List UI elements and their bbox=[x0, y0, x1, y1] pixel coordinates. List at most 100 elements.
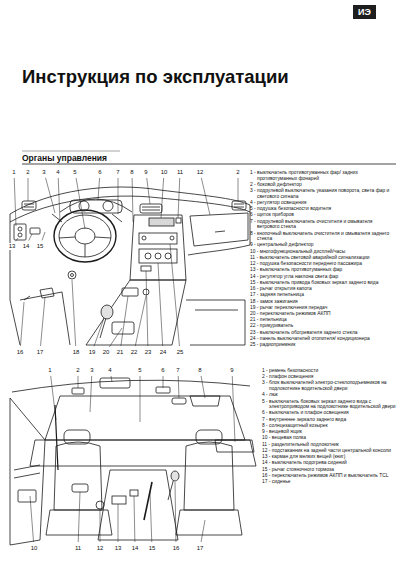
callout-number: 16 bbox=[170, 545, 182, 552]
dashboard-drawing-part bbox=[190, 213, 248, 246]
interior-drawing bbox=[10, 378, 256, 545]
interior-drawing-part bbox=[184, 442, 234, 510]
dashboard-drawing-part bbox=[149, 218, 174, 226]
leader-line bbox=[29, 234, 32, 241]
interior-drawing-part bbox=[45, 396, 245, 440]
interior-drawing-part bbox=[130, 490, 138, 496]
callout-list: 1 - ремень безопасности2 - плафон освеще… bbox=[262, 368, 396, 485]
dashboard-drawing-part bbox=[10, 196, 250, 222]
callout-number: 2 bbox=[232, 169, 244, 176]
leader-line bbox=[147, 178, 150, 204]
dashboard-drawing-part bbox=[95, 237, 111, 238]
leader-line bbox=[41, 297, 45, 346]
dashboard-drawing-part bbox=[10, 187, 250, 214]
leader-line bbox=[20, 302, 24, 346]
legend-item-text: 7 - внутреннее зеркало заднего вида bbox=[262, 417, 396, 423]
leader-line bbox=[178, 178, 180, 218]
dashboard-drawing-part bbox=[188, 205, 250, 255]
leader-line bbox=[121, 296, 128, 346]
legend-item-text: 5 - выключатель боковых зеркал заднего в… bbox=[262, 399, 396, 410]
leader-line bbox=[109, 328, 122, 347]
dashboard-drawing-part bbox=[18, 233, 22, 237]
leader-line bbox=[30, 496, 34, 542]
leader-line bbox=[201, 178, 210, 215]
leader-line bbox=[118, 504, 119, 542]
interior-drawing-part bbox=[176, 510, 242, 535]
legend-item-text: 11 - разделительный подлокотник bbox=[262, 442, 396, 448]
legend-item-text: 10 - многофункциональный дисплей/часы bbox=[250, 249, 396, 255]
leader-line bbox=[14, 178, 16, 226]
legend-item-text: 23 - выключатель обогревателя заднего ст… bbox=[250, 330, 396, 336]
callout-number: 12 bbox=[94, 545, 106, 552]
leader-line bbox=[72, 280, 76, 346]
legend-item-text: 25 - радиоприемник bbox=[250, 342, 396, 348]
legend-item-text: 9 - вещевой ящик bbox=[262, 429, 396, 435]
legend-item-text: 12 - подушка безопасности переднего пасс… bbox=[250, 261, 396, 267]
leader-line bbox=[51, 376, 56, 420]
legend-item-text: 15 - выключатель привода боковых зеркал … bbox=[250, 280, 396, 286]
callout-number: 19 bbox=[86, 349, 98, 356]
interior-drawing-part bbox=[168, 478, 174, 500]
callout-number: 8 bbox=[194, 367, 206, 374]
legend-item-text: 1 - ремень безопасности bbox=[262, 368, 396, 374]
legend-item-text: 6 - выключатель и плафон освещения bbox=[262, 410, 396, 416]
dashboard-drawing-part bbox=[20, 292, 70, 345]
dashboard-drawing-part bbox=[170, 236, 174, 240]
legend-item-text: 5 - подушка безопасности водителя bbox=[250, 206, 396, 212]
dashboard-drawing-part bbox=[139, 233, 177, 244]
leader-line bbox=[94, 318, 104, 346]
legend-item-text: 10 - вещевая полка bbox=[262, 435, 396, 441]
interior-drawing-part bbox=[18, 490, 36, 502]
callout-number: 5 bbox=[134, 367, 146, 374]
leader-line bbox=[178, 376, 180, 398]
callout-number: 5 bbox=[69, 169, 81, 176]
callout-number: 13 bbox=[6, 243, 18, 250]
leader-line bbox=[232, 376, 235, 442]
dashboard-drawing-part bbox=[86, 280, 186, 345]
legend-item-text: 4 - регулятор освещения bbox=[250, 200, 396, 206]
leader-line bbox=[16, 238, 18, 241]
dashboard-drawing-part bbox=[59, 237, 75, 238]
dashboard-drawing-part bbox=[215, 231, 225, 232]
page-title: Инструкция по эксплуатации bbox=[22, 66, 289, 88]
dashboard-drawing-part bbox=[186, 300, 245, 345]
leader-line bbox=[238, 178, 239, 201]
callout-number: 3 bbox=[86, 367, 98, 374]
dashboard-drawing-part bbox=[130, 215, 186, 280]
dashboard-drawing bbox=[10, 187, 250, 345]
callout-number: 6 bbox=[157, 367, 169, 374]
legend-item-text: 14 - выключатель подогрева сидений bbox=[262, 460, 396, 466]
leader-line bbox=[78, 376, 79, 388]
dashboard-drawing-part bbox=[103, 201, 113, 211]
legend-item-text: 9 - центральный дефлектор bbox=[250, 242, 396, 248]
section-rule-part bbox=[22, 164, 396, 165]
callout-number: 12 bbox=[194, 169, 206, 176]
dashboard-drawing-part bbox=[24, 207, 34, 208]
callout-number: 15 bbox=[34, 243, 46, 250]
dashboard-drawing-part bbox=[18, 227, 22, 231]
leader-line bbox=[134, 496, 136, 542]
interior-drawing-part bbox=[72, 388, 84, 394]
legend-item-text: 13 - карман для мелких вещей (книг) bbox=[262, 454, 396, 460]
leader-line bbox=[158, 263, 163, 346]
dashboard-drawing-part bbox=[165, 253, 171, 259]
interior-drawing-part bbox=[100, 378, 130, 388]
callout-number: 10 bbox=[158, 169, 170, 176]
interior-drawing-part bbox=[10, 398, 45, 545]
legend-item-text: 17 - сиденье bbox=[262, 479, 396, 485]
leader-line bbox=[14, 178, 238, 542]
callout-number: 2 bbox=[22, 169, 34, 176]
leader-line bbox=[78, 492, 80, 542]
legend-item-text: 4 - люк bbox=[262, 392, 396, 398]
legend-item-text: 3 - блок выключателей электро-стеклоподъ… bbox=[262, 380, 396, 391]
callout-number: 14 bbox=[20, 243, 32, 250]
leader-line bbox=[201, 520, 205, 542]
section-rule bbox=[22, 151, 396, 164]
interior-drawing-part bbox=[12, 380, 250, 392]
dashboard-drawing-part bbox=[14, 224, 26, 240]
dashboard-drawing-part bbox=[141, 266, 151, 271]
interior-drawing-part bbox=[54, 442, 102, 510]
leader-line bbox=[175, 482, 177, 542]
legend-item-text: 2 - плафон освещения bbox=[262, 374, 396, 380]
